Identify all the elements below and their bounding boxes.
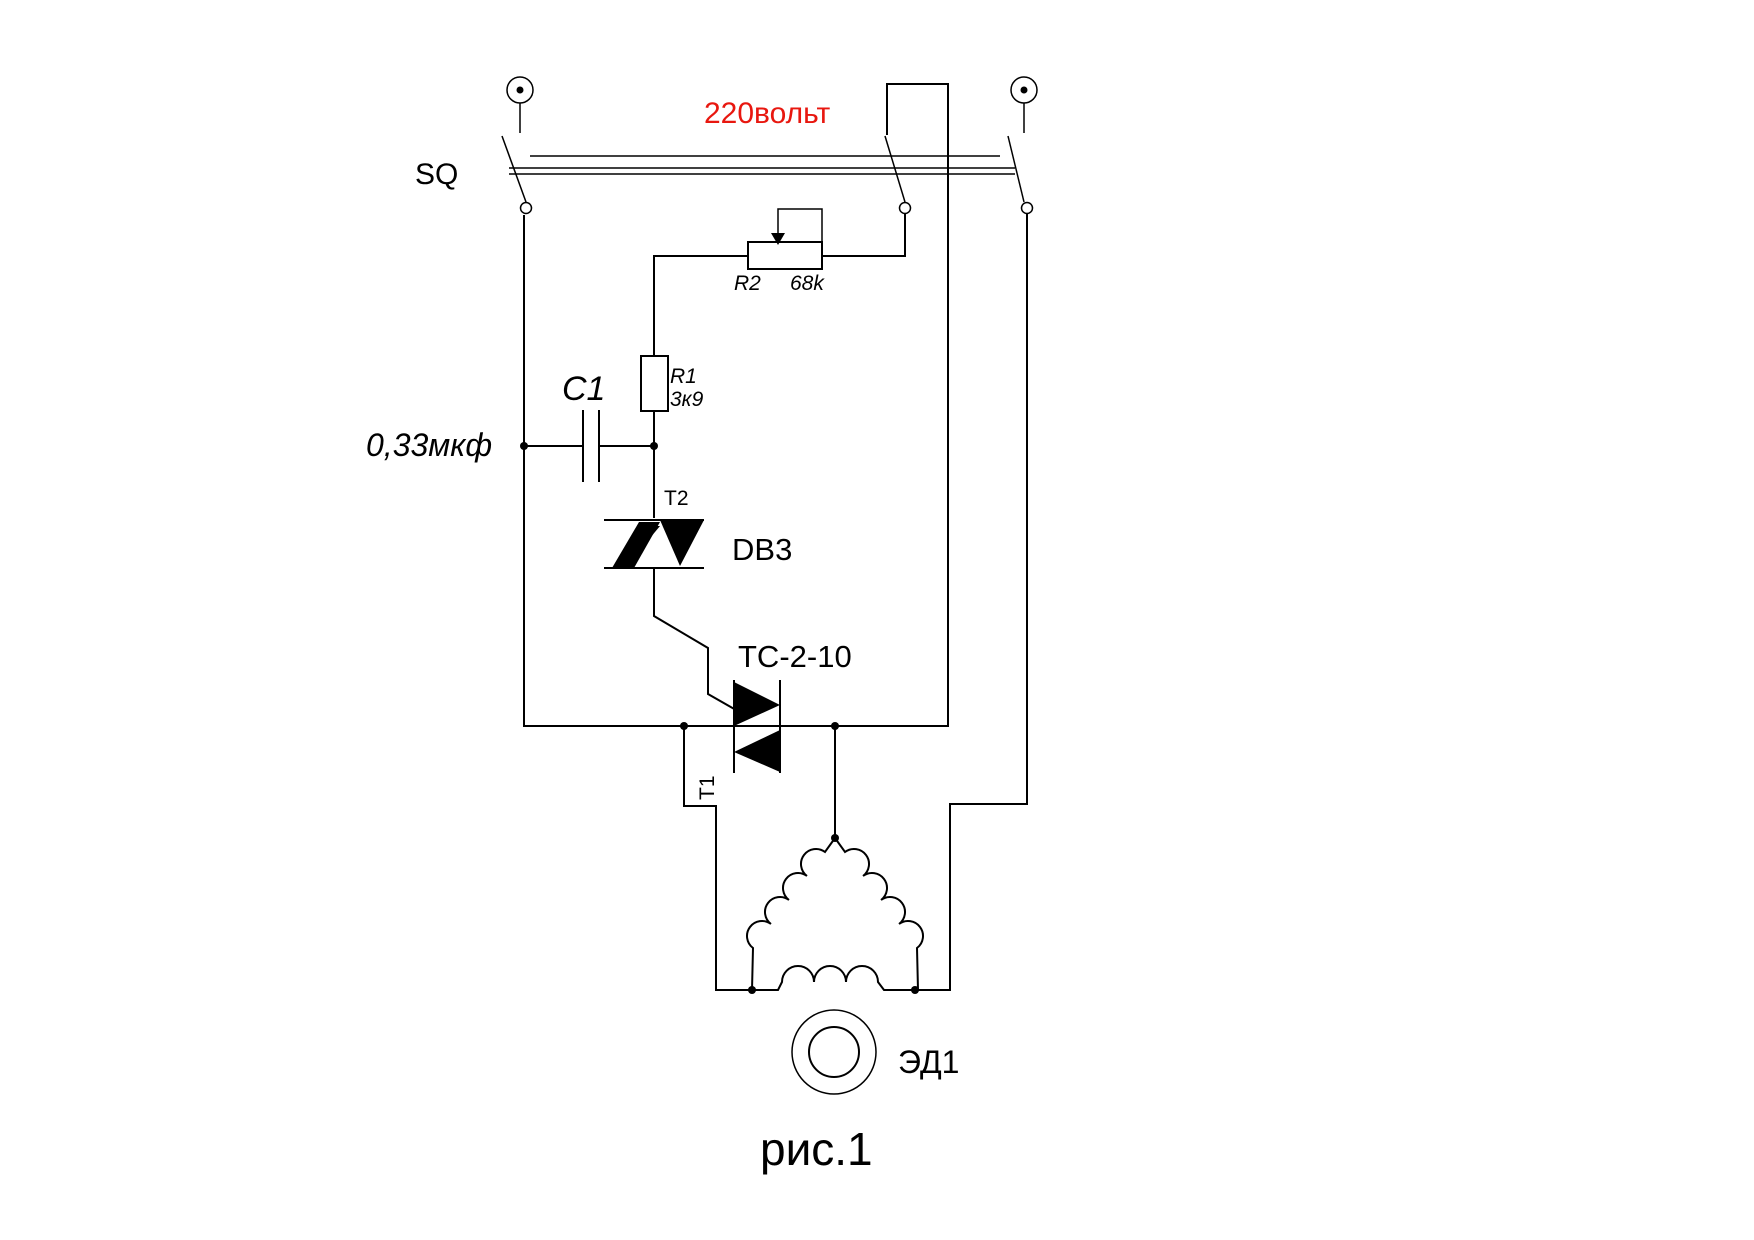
t1-label: T1 <box>696 775 719 800</box>
capacitor-c1 <box>520 410 654 482</box>
r2-name-label: R2 <box>734 272 761 295</box>
motor-windings <box>746 837 924 994</box>
motor-label: ЭД1 <box>898 1044 959 1080</box>
r1-name-label: R1 <box>670 365 697 388</box>
wire-right-motor <box>912 214 1028 991</box>
resistor-r1 <box>640 330 669 518</box>
r1-value-label: 3к9 <box>670 388 704 411</box>
c1-value-label: 0,33мкф <box>366 427 492 463</box>
switch-sq <box>501 76 1038 215</box>
c1-name-label: C1 <box>562 370 605 408</box>
motor-ed1 <box>791 1009 877 1095</box>
supply-label: 220вольт <box>704 97 830 130</box>
r2-value-label: 68k <box>790 272 825 295</box>
diac-db3 <box>604 519 737 711</box>
triac-label: ТС-2-10 <box>738 639 852 674</box>
figure-caption: рис.1 <box>760 1123 873 1175</box>
terminal-2 <box>1010 76 1038 104</box>
terminal-1 <box>506 76 534 104</box>
diac-label: DB3 <box>732 532 792 567</box>
t2-label: T2 <box>664 487 689 510</box>
resistor-r2 <box>653 208 906 330</box>
triac-tc-2-10 <box>524 680 839 991</box>
supply-wire <box>523 83 949 727</box>
switch-label: SQ <box>415 158 458 191</box>
